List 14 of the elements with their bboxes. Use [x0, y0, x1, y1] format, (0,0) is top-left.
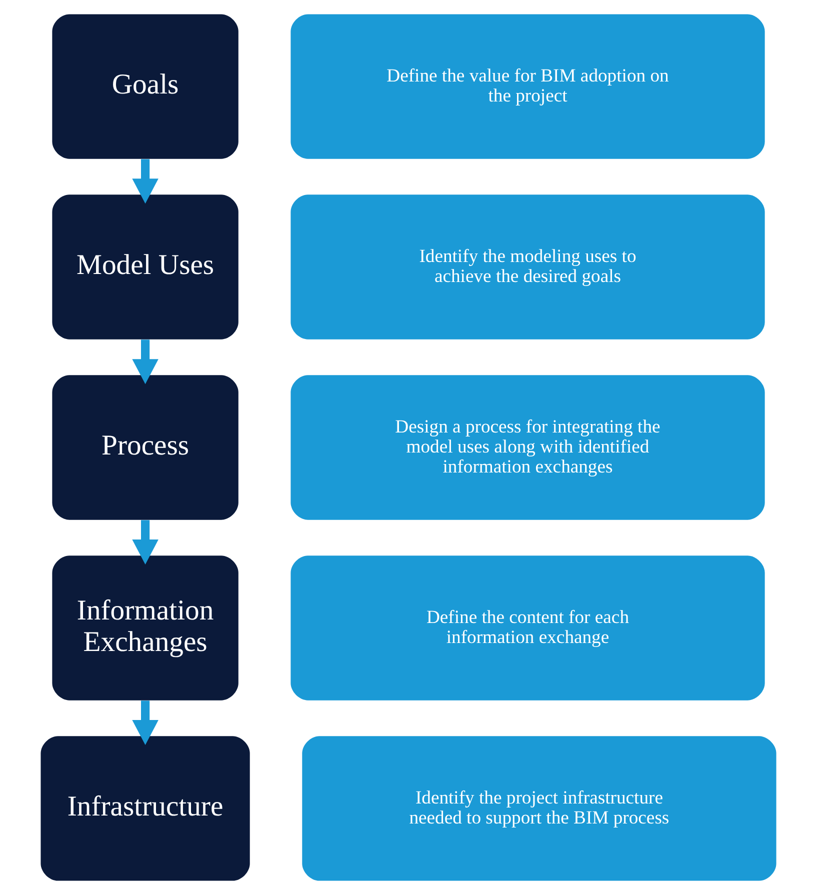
node-box: Goals — [52, 14, 238, 159]
arrow — [132, 159, 158, 204]
arrow — [132, 340, 158, 384]
node-box: Define the content for each information exchange — [290, 556, 764, 700]
node-box: Identify the modeling uses to achieve the desired goals — [290, 194, 764, 340]
node-box: Define the value for BIM adoption on the project — [290, 14, 764, 159]
node-box: Process — [52, 375, 238, 520]
node-box: Information Exchanges — [52, 556, 238, 700]
arrow — [132, 700, 158, 746]
node-box: Design a process for integrating the model uses along with identified information exchanges — [290, 375, 764, 520]
node-box: Identify the project infrastructure needed to support the BIM process — [302, 736, 776, 881]
arrow — [132, 520, 158, 565]
node-box: Infrastructure — [40, 736, 250, 881]
node-box: Model Uses — [52, 194, 238, 340]
